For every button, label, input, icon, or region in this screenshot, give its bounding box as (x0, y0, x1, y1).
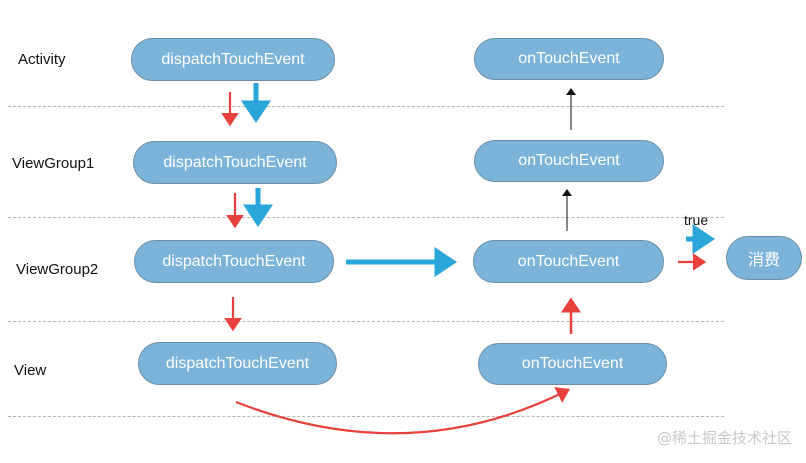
node-activity-dispatch-touch-event: dispatchTouchEvent (131, 38, 335, 81)
divider-activity-viewgroup1 (8, 106, 724, 107)
watermark: @稀土掘金技术社区 (656, 429, 792, 447)
node-viewgroup2-dispatch-touch-event: dispatchTouchEvent (134, 240, 334, 283)
node-consume: 消费 (726, 236, 802, 280)
row-label-viewgroup1: ViewGroup1 (12, 155, 95, 172)
divider-viewgroup1-viewgroup2 (8, 217, 724, 218)
node-viewgroup1-on-touch-event: onTouchEvent (474, 140, 664, 182)
divider-bottom (8, 416, 724, 417)
row-label-viewgroup2: ViewGroup2 (16, 261, 99, 278)
node-activity-on-touch-event: onTouchEvent (474, 38, 664, 80)
node-view-on-touch-event: onTouchEvent (478, 343, 667, 385)
divider-viewgroup2-view (8, 321, 724, 322)
node-view-dispatch-touch-event: dispatchTouchEvent (138, 342, 337, 385)
red-curve-view-dispatch-to-on-touch (235, 387, 570, 435)
row-label-activity: Activity (18, 51, 66, 68)
node-viewgroup2-on-touch-event: onTouchEvent (473, 240, 664, 283)
node-viewgroup1-dispatch-touch-event: dispatchTouchEvent (133, 141, 337, 184)
row-label-view: View (14, 362, 47, 379)
